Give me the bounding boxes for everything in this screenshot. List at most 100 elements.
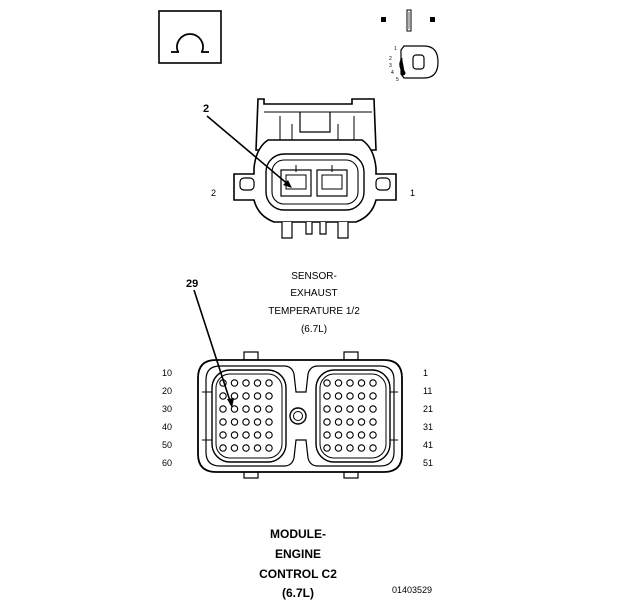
ecm-right-row-label-6: 51 xyxy=(423,458,433,468)
ecm-left-row-label-1: 10 xyxy=(162,368,172,378)
ecm-left-pin-cavity xyxy=(219,431,227,439)
ecm-left-pin-cavity xyxy=(219,392,227,400)
ecm-left-pin-cavity xyxy=(230,405,239,413)
ecm-right-pin-cavity xyxy=(334,392,343,400)
ecm-right-pin-cavity xyxy=(346,392,354,400)
ecm-connector-drawing xyxy=(197,351,403,479)
ecm-right-pin-cavity xyxy=(323,405,331,413)
ecm-right-pin-cavity xyxy=(334,444,343,452)
ecm-left-pin-cavity xyxy=(265,418,273,426)
ecm-right-pin-cavity xyxy=(369,418,377,426)
ecm-left-pin-cavity xyxy=(242,379,250,387)
ecm-right-pin-cavity xyxy=(357,392,366,400)
ecm-right-pin-cavity xyxy=(346,431,354,439)
terminal-number-1: 1 xyxy=(394,46,397,52)
ecm-right-pin-cavity xyxy=(323,444,331,452)
terminal-number-5: 5 xyxy=(396,77,399,83)
ecm-left-pin-cavity xyxy=(253,444,262,452)
ecm-right-row-label-3: 21 xyxy=(423,404,433,414)
sensor-caption-line-4: (6.7L) xyxy=(301,324,327,335)
ecm-right-pin-cavity xyxy=(357,418,366,426)
terminal-cavity-view-icon: 1 2 3 4 5 xyxy=(389,45,439,83)
sensor-caption-line-2: EXHAUST xyxy=(290,288,337,299)
ecm-left-pin-cavity xyxy=(230,392,239,400)
terminal-number-3: 3 xyxy=(389,63,392,69)
ecm-left-pin-cavity xyxy=(242,392,250,400)
ecm-right-pin-cavity xyxy=(323,392,331,400)
ecm-left-pin-cavity xyxy=(253,405,262,413)
ecm-left-pin-cavity xyxy=(242,405,250,413)
ecm-left-pin-cavity xyxy=(265,392,273,400)
sensor-pin-right-label: 1 xyxy=(410,188,415,198)
sensor-connector-drawing xyxy=(233,98,397,239)
ecm-right-pin-cavity xyxy=(334,431,343,439)
ecm-left-pin-cavity xyxy=(253,431,262,439)
ecm-left-pin-cavity xyxy=(219,444,227,452)
ecm-left-row-label-4: 40 xyxy=(162,422,172,432)
ecm-caption-line-4: (6.7L) xyxy=(282,586,314,600)
ecm-right-pin-cavity xyxy=(334,379,343,387)
ecm-right-pin-cavity xyxy=(346,405,354,413)
sensor-caption-line-1: SENSOR- xyxy=(291,271,337,282)
ecm-left-pin-cavity xyxy=(265,379,273,387)
ecm-left-pin-cavity xyxy=(219,418,227,426)
ecm-left-pin-cavity xyxy=(265,444,273,452)
ecm-right-pin-cavity xyxy=(323,418,331,426)
ecm-right-pin-cavity xyxy=(369,431,377,439)
ecm-right-pin-cavity xyxy=(369,405,377,413)
ecm-left-pin-cavity xyxy=(253,379,262,387)
ecm-left-row-label-5: 50 xyxy=(162,440,172,450)
ecm-left-row-label-6: 60 xyxy=(162,458,172,468)
ecm-right-pin-cavity xyxy=(357,405,366,413)
ecm-left-pin-cavity xyxy=(242,431,250,439)
ecm-right-pin-cavity xyxy=(323,431,331,439)
ecm-right-pin-cavity xyxy=(369,379,377,387)
ecm-left-pin-cavity xyxy=(242,418,250,426)
omega-symbol-icon xyxy=(158,10,222,64)
ecm-callout-label: 29 xyxy=(186,278,198,290)
ecm-right-pin-cavity xyxy=(357,431,366,439)
ecm-right-row-label-4: 31 xyxy=(423,422,433,432)
ecm-left-row-label-3: 30 xyxy=(162,404,172,414)
ecm-right-pin-cavity xyxy=(323,379,331,387)
ecm-right-pin-cavity xyxy=(346,418,354,426)
ecm-left-pin-cavity xyxy=(219,405,227,413)
ecm-right-pin-cavity xyxy=(357,379,366,387)
ecm-right-pin-cavity xyxy=(334,405,343,413)
ecm-left-pin-cavity xyxy=(230,444,239,452)
ecm-right-pin-cavity xyxy=(346,444,354,452)
ecm-right-row-label-5: 41 xyxy=(423,440,433,450)
ecm-left-pin-cavity xyxy=(253,392,262,400)
ecm-right-pin-cavity xyxy=(357,444,366,452)
ecm-right-pin-cavity xyxy=(346,379,354,387)
ecm-right-row-label-2: 11 xyxy=(423,386,432,396)
ecm-caption-line-1: MODULE- xyxy=(270,527,326,541)
figure-id: 01403529 xyxy=(392,585,432,595)
sensor-callout-arrowhead xyxy=(283,180,292,188)
terminal-number-2: 2 xyxy=(389,56,392,62)
ecm-right-pin-cavity xyxy=(334,418,343,426)
terminal-number-4: 4 xyxy=(391,70,394,76)
ecm-right-pin-cavity xyxy=(369,392,377,400)
ecm-right-pin-cavity xyxy=(369,444,377,452)
sensor-callout-label: 2 xyxy=(203,103,209,115)
ecm-caption-line-3: CONTROL C2 xyxy=(259,567,337,581)
ecm-left-pin-cavity xyxy=(230,431,239,439)
ecm-left-pin-cavity xyxy=(230,418,239,426)
ecm-right-row-label-1: 1 xyxy=(423,368,428,378)
ecm-left-row-label-2: 20 xyxy=(162,386,172,396)
ecm-left-pin-cavity xyxy=(230,379,239,387)
ecm-callout-arrowhead xyxy=(227,398,234,408)
terminal-pin-icon xyxy=(381,9,435,32)
ecm-left-pin-cavity xyxy=(253,418,262,426)
ecm-left-pin-cavity xyxy=(265,405,273,413)
ecm-callout-leader xyxy=(193,289,232,405)
ecm-left-pin-cavity xyxy=(265,431,273,439)
sensor-callout-leader xyxy=(206,115,291,187)
sensor-pin-left-label: 2 xyxy=(211,188,216,198)
ecm-pin-cavities xyxy=(219,379,377,452)
ecm-caption-line-2: ENGINE xyxy=(275,547,321,561)
ecm-left-pin-cavity xyxy=(242,444,250,452)
sensor-caption-line-3: TEMPERATURE 1/2 xyxy=(268,306,360,317)
